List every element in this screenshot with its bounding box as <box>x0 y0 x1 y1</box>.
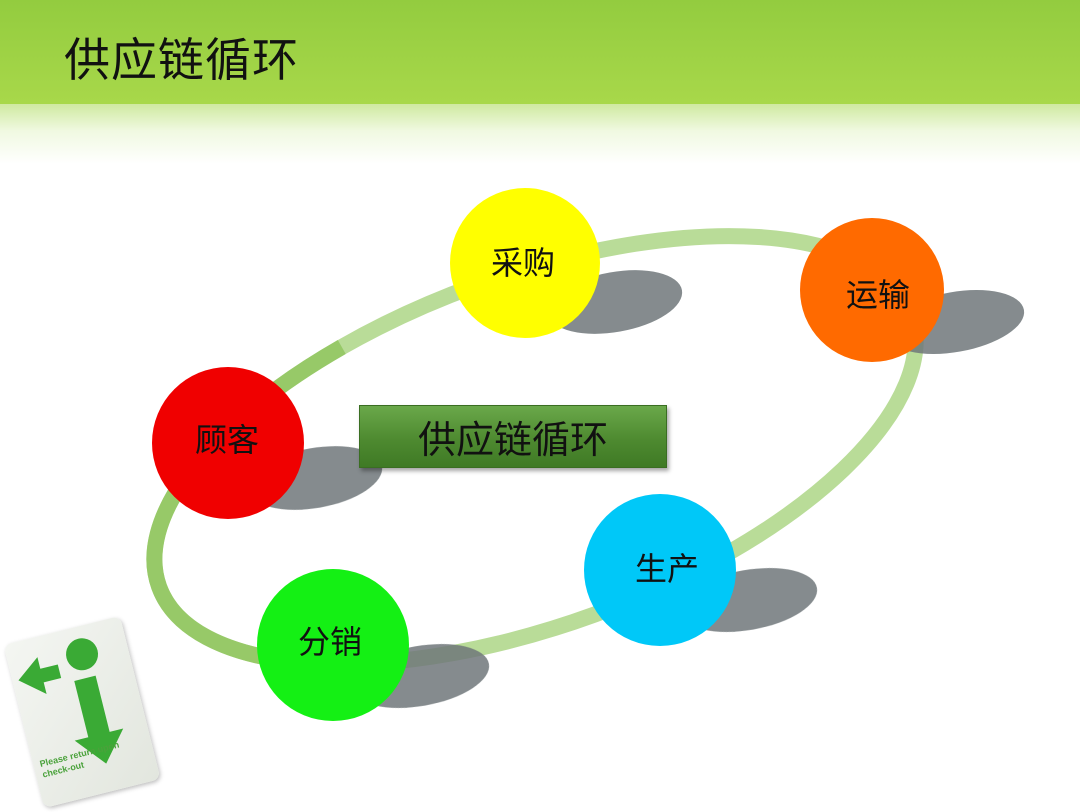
node-circle-production <box>584 494 736 646</box>
node-circle-customer <box>152 367 304 519</box>
node-production: 生产 <box>584 494 736 646</box>
header-fade <box>0 104 1080 164</box>
node-circle-purchase <box>450 188 600 338</box>
page-title: 供应链循环 <box>64 33 299 87</box>
node-label-production: 生产 <box>635 550 699 588</box>
node-label-purchase: 采购 <box>491 244 555 282</box>
node-purchase: 采购 <box>450 188 600 338</box>
node-label-customer: 顾客 <box>195 421 259 459</box>
node-circle-transport <box>800 218 944 362</box>
node-circle-distribution <box>257 569 409 721</box>
info-card <box>3 615 161 809</box>
node-transport: 运输 <box>800 218 944 362</box>
node-distribution: 分销 <box>257 569 409 721</box>
center-label-box: 供应链循环 <box>359 405 667 468</box>
node-label-distribution: 分销 <box>298 623 362 661</box>
node-label-transport: 运输 <box>846 276 910 314</box>
header-bar <box>0 0 1080 104</box>
info-arrow-icon <box>18 638 124 764</box>
node-customer: 顾客 <box>152 367 304 519</box>
